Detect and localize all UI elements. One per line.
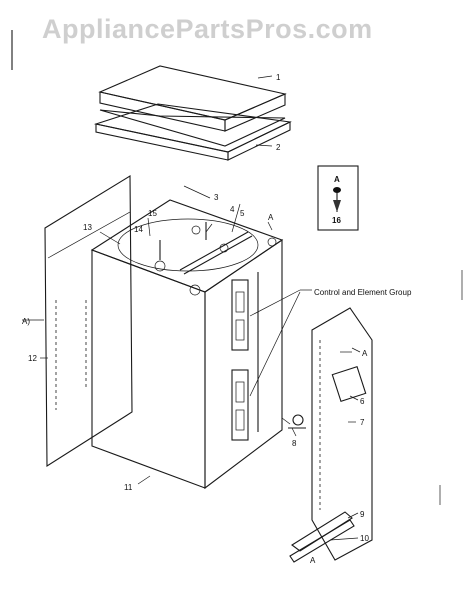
leader-1 <box>257 75 273 79</box>
callout-7: 7 <box>360 418 365 427</box>
callout-14: 14 <box>134 225 143 234</box>
callout-9: 9 <box>360 510 365 519</box>
callout-4: 4 <box>230 205 235 214</box>
back-panel <box>44 175 133 467</box>
access-panel <box>311 307 373 561</box>
callout-1: 1 <box>276 73 281 82</box>
thermostat-knob <box>288 414 306 437</box>
cabinet-body <box>90 199 284 490</box>
callout-16: 16 <box>332 216 341 225</box>
ref-mark-a-panel: A <box>362 349 368 358</box>
watermark: AppliancePartsPros.com <box>42 14 373 44</box>
callout-6: 6 <box>360 397 365 406</box>
control-element-openings <box>231 272 259 441</box>
callout-15: 15 <box>148 209 157 218</box>
callout-10: 10 <box>360 534 369 543</box>
ref-mark-a-top: A <box>268 213 274 222</box>
control-element-group-label: Control and Element Group <box>314 288 412 297</box>
callout-13: 13 <box>83 223 92 232</box>
leader-group-2 <box>249 291 301 397</box>
callout-3: 3 <box>214 193 219 202</box>
ref-mark-a-bottom: A <box>310 556 316 565</box>
callout-8: 8 <box>292 439 297 448</box>
callout-12: 12 <box>28 354 37 363</box>
leader-group-1 <box>249 289 301 317</box>
top-cover <box>98 65 287 132</box>
bottom-cover <box>289 511 359 563</box>
screw-inset-box <box>317 165 359 231</box>
leader-2 <box>255 144 273 147</box>
callout-2: 2 <box>276 143 281 152</box>
callout-5: 5 <box>240 209 245 218</box>
callout-11: 11 <box>124 483 133 492</box>
callout-leaders <box>22 185 359 485</box>
ref-mark-a-left: A) <box>22 317 30 326</box>
insulation-pad <box>93 103 292 161</box>
ref-mark-a-inset: A <box>334 175 340 184</box>
